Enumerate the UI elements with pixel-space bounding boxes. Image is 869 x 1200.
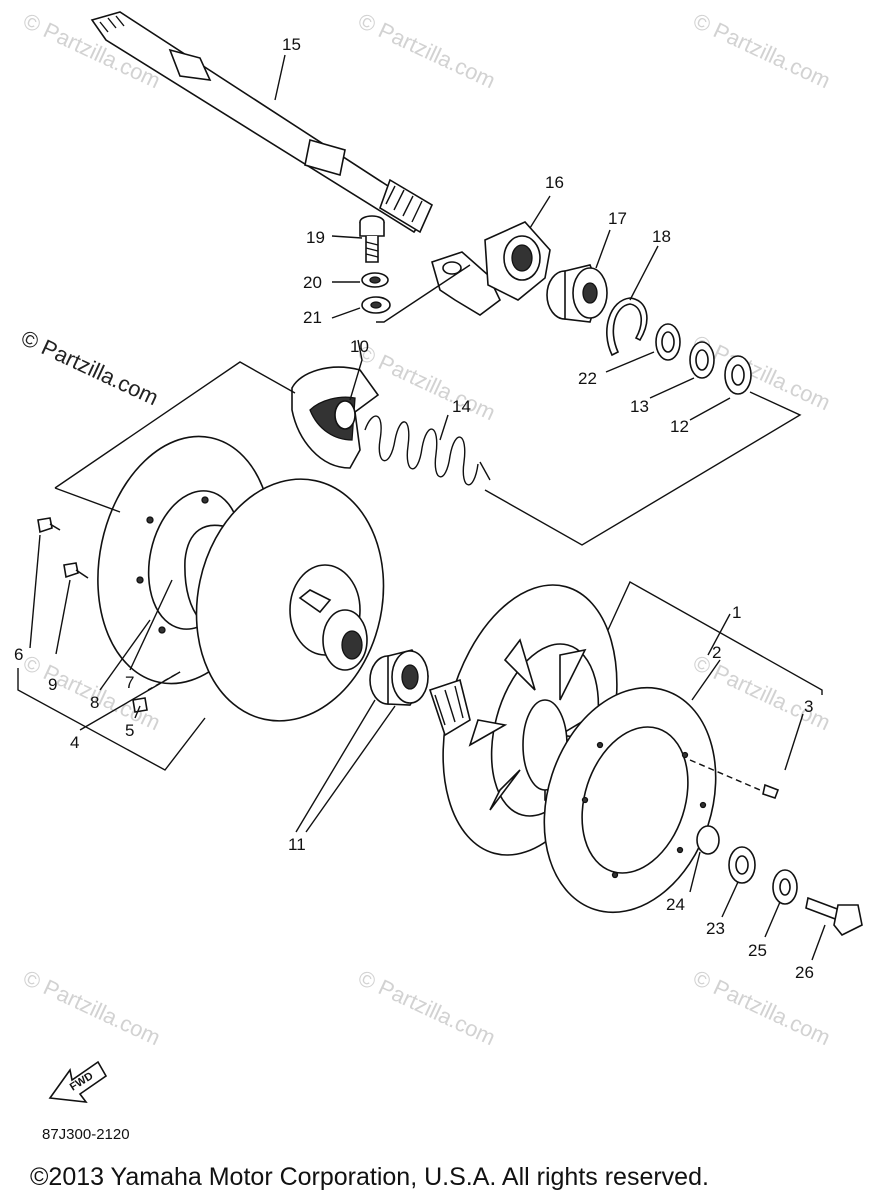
callout-13: 13	[630, 397, 649, 416]
callout-25: 25	[748, 941, 767, 960]
callout-24: 24	[666, 895, 685, 914]
bearing-part	[546, 264, 608, 323]
callout-21: 21	[303, 308, 322, 327]
callout-23: 23	[706, 919, 725, 938]
callout-18: 18	[652, 227, 671, 246]
callout-10: 10	[350, 337, 369, 356]
callout-5: 5	[125, 721, 134, 740]
callout-11: 11	[288, 835, 306, 854]
callout-2: 2	[712, 643, 721, 662]
callout-7: 7	[125, 673, 134, 692]
bushing-part	[369, 649, 429, 706]
movable-sheave-part	[195, 478, 385, 722]
bearing-housing-part	[431, 221, 551, 316]
callout-19: 19	[306, 228, 325, 247]
callout-20: 20	[303, 273, 322, 292]
spring-part	[364, 415, 491, 486]
fwd-arrow-icon: FWD	[48, 1060, 108, 1103]
callout-15: 15	[282, 35, 301, 54]
callout-12: 12	[670, 417, 689, 436]
callout-16: 16	[545, 173, 564, 192]
copyright-notice: ©2013 Yamaha Motor Corporation, U.S.A. A…	[30, 1163, 709, 1191]
fastener-group	[696, 783, 863, 937]
callout-4: 4	[70, 733, 79, 752]
leader-lines	[17, 54, 826, 961]
callout-1: 1	[732, 603, 741, 622]
callout-numbers: 15 16 17 18 19 20 21 10 22 13 12 14 6 9 …	[14, 35, 814, 982]
small-bolts-group	[37, 517, 148, 713]
bolt-washer-group	[359, 215, 391, 314]
callout-3: 3	[804, 697, 813, 716]
diagram-code: 87J300-2120	[42, 1126, 130, 1143]
circlip-part	[606, 297, 648, 357]
callout-8: 8	[90, 693, 99, 712]
shaft-part	[90, 11, 434, 234]
callout-17: 17	[608, 209, 627, 228]
callout-22: 22	[578, 369, 597, 388]
washers-group	[655, 323, 752, 395]
callout-6: 6	[14, 645, 23, 664]
cam-part	[291, 366, 380, 469]
callout-26: 26	[795, 963, 814, 982]
callout-14: 14	[452, 397, 471, 416]
callout-9: 9	[48, 675, 57, 694]
